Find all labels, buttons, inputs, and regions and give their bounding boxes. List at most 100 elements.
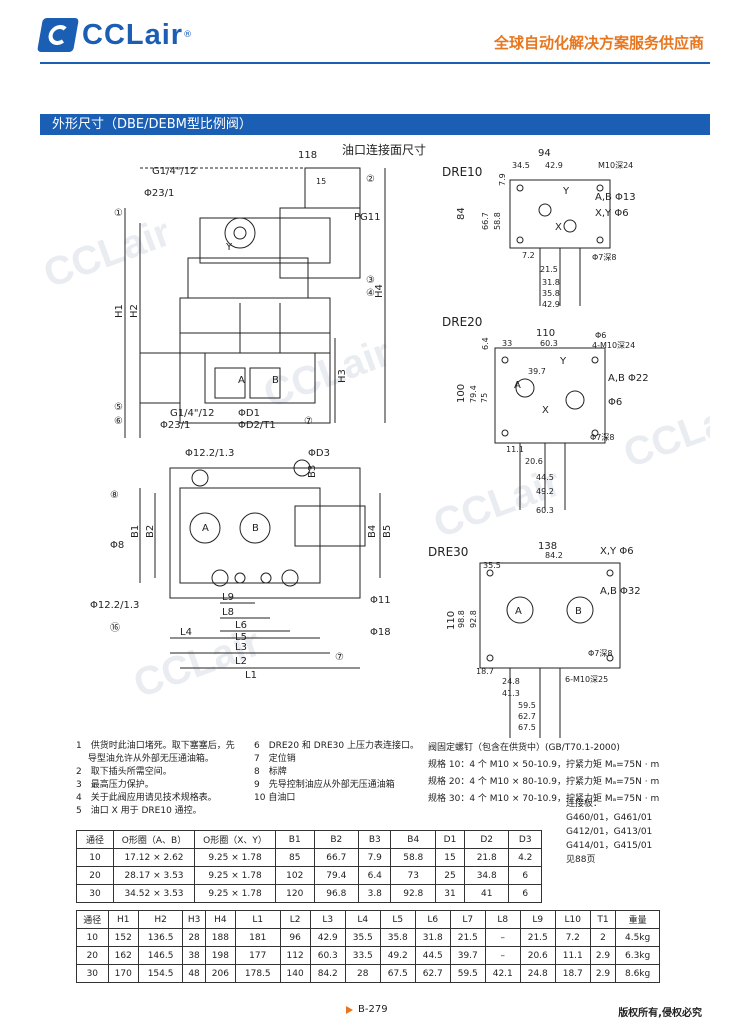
dim-118: 118: [298, 150, 317, 161]
dre20-title: DRE20: [442, 315, 482, 329]
callout-8: ⑧: [110, 490, 119, 501]
dim-l8: L8: [222, 607, 234, 618]
dre30-port-a: A: [515, 606, 522, 617]
table-cell: 178.5: [235, 964, 281, 983]
callout-5: ⑤: [114, 402, 123, 413]
dre30-port-b: B: [575, 606, 582, 617]
table-cell: 34.8: [463, 866, 510, 885]
dre20-port-a: A: [514, 380, 521, 391]
table-row: 30 170 154.5 48 206 178.5 140 84.2 28 67…: [76, 964, 660, 983]
table-cell: 154.5: [137, 964, 184, 983]
table-cell: 59.5: [449, 964, 486, 983]
dre20-dim: 20.6: [525, 457, 543, 466]
label-d1: ΦD1: [238, 408, 260, 419]
dre10-dim: 34.5: [512, 161, 530, 170]
note-item: 规格 30：4 个 M10 × 70-10.9，拧紧力矩 Mₐ=75N · m: [428, 794, 660, 804]
table-cell: 6.4: [358, 866, 392, 885]
table-cell: 25: [435, 866, 465, 885]
table-cell: 33.5: [344, 946, 381, 965]
table-cell: 140: [279, 964, 311, 983]
dre20-dim: 39.7: [528, 367, 546, 376]
table-cell: 177: [235, 946, 281, 965]
table-cell: 92.8: [390, 884, 437, 903]
table-header: L9: [519, 910, 556, 929]
page-header: CCLair ® 全球自动化解决方案服务供应商: [0, 0, 750, 62]
label-d3: ΦD3: [308, 448, 330, 459]
page-arrow-icon: [346, 1006, 353, 1014]
callout-4: ④: [366, 288, 375, 299]
table-cell: 136.5: [137, 928, 184, 947]
dre20-view: [494, 347, 606, 510]
label-phi18: Φ18: [370, 627, 391, 638]
note-title: 阀固定螺钉（包含在供货中）(GB/T70.1-2000): [428, 743, 620, 753]
table-cell: 6.3kg: [615, 946, 660, 965]
port-a: A: [238, 375, 245, 386]
dre10-port-x: X: [555, 222, 562, 233]
table-cell: 3.8: [358, 884, 392, 903]
table-cell: 31.8: [414, 928, 451, 947]
table-row: 10 152 136.5 28 188 181 96 42.9 35.5 35.…: [76, 928, 660, 947]
table-row: 20 162 146.5 38 198 177 112 60.3 33.5 49…: [76, 946, 660, 965]
table-header: D1: [435, 830, 465, 849]
table-header: H2: [137, 910, 184, 929]
table-cell: –: [484, 928, 521, 947]
dim-b3: B3: [307, 465, 318, 478]
dim-b1: B1: [130, 525, 141, 538]
dre10-dim: 94: [538, 148, 551, 159]
port-a-top: A: [202, 523, 209, 534]
dre20-dim: 49.2: [536, 487, 554, 496]
table-header: L10: [554, 910, 591, 929]
table-cell: 58.8: [390, 848, 437, 867]
dim-l9: L9: [222, 592, 234, 603]
dre20-phi6: Φ6: [608, 397, 622, 408]
table-cell: 188: [204, 928, 237, 947]
copyright-text: 版权所有,侵权必究: [618, 1008, 702, 1019]
side-note-line: 连接板：: [566, 799, 603, 809]
header-divider: [40, 62, 710, 64]
label-phi11: Φ11: [370, 595, 391, 606]
table-header: O形圈（A、B）: [113, 830, 195, 849]
table-header: H1: [107, 910, 139, 929]
table-cell: 152: [107, 928, 139, 947]
table-cell: 6: [508, 866, 542, 885]
spec-table-1: 通径 O形圈（A、B） O形圈（X、Y） B1 B2 B3 B4 D1 D2 D…: [76, 830, 542, 903]
table-cell: 62.7: [414, 964, 451, 983]
table-cell: 162: [107, 946, 139, 965]
note-item: 5 油口 X 用于 DRE10 通控。: [76, 806, 202, 816]
dre30-ab: A,B Φ32: [600, 586, 641, 597]
callout-16: ⑯: [110, 622, 120, 634]
dre20-dim: 44.5: [536, 473, 554, 482]
table-cell: 10: [76, 848, 114, 867]
dre20-dim: 4-M10深24: [592, 341, 635, 350]
dre20-dim: 60.3: [536, 506, 554, 515]
dre20-dim: 110: [536, 328, 555, 339]
table-header: D2: [463, 830, 510, 849]
table-cell: 35.8: [379, 928, 416, 947]
dre30-dim: 24.8: [502, 677, 520, 686]
table-cell: 4.2: [508, 848, 542, 867]
table-cell: 112: [279, 946, 311, 965]
drawing-main-title: 油口连接面尺寸: [342, 142, 426, 157]
table-cell: 15: [435, 848, 465, 867]
dim-h2: H2: [129, 304, 140, 318]
dre20-dim: 33: [502, 339, 512, 348]
dre10-dim: 7.2: [522, 251, 535, 260]
table-header: L1: [235, 910, 281, 929]
table-cell: 198: [204, 946, 237, 965]
table-cell: 39.7: [449, 946, 486, 965]
watermark: CCLair: [618, 390, 710, 476]
notes-middle: 6 DRE20 和 DRE30 上压力表连接口。 7 定位销 8 标牌 9 先导…: [254, 740, 419, 805]
dre30-dim: 138: [538, 541, 557, 552]
dim-l3: L3: [235, 642, 247, 653]
table-cell: 102: [275, 866, 315, 885]
dim-l5: L5: [235, 632, 247, 643]
dim-l4: L4: [180, 627, 192, 638]
table-cell: 21.5: [449, 928, 486, 947]
dre10-dim: 31.8: [542, 278, 560, 287]
label-phi12-top: Φ12.2/1.3: [185, 448, 234, 459]
note-item: 3 最高压力保护。: [76, 780, 154, 790]
table-header: L7: [449, 910, 486, 929]
dre10-dim: 21.5: [540, 265, 558, 274]
table-cell: 7.9: [358, 848, 392, 867]
table-cell: 28.17 × 3.53: [113, 866, 195, 885]
